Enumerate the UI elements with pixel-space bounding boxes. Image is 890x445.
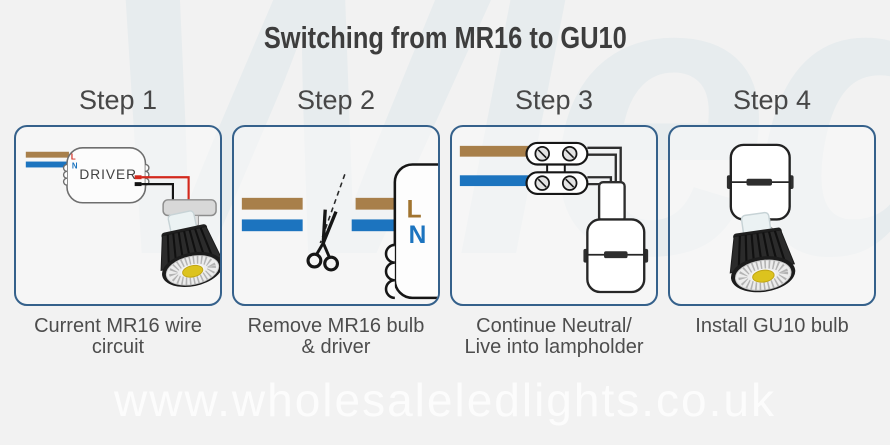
step-4-heading: Step 4: [732, 85, 812, 115]
step-3-column: Step 3: [450, 84, 658, 358]
lampholder: [583, 180, 649, 294]
step-3-panel: [450, 125, 658, 306]
step-1-diagram: L N DRIVER: [25, 147, 220, 304]
driver-coil: [384, 243, 395, 300]
step-2-column: Step 2 L N: [232, 84, 440, 358]
terminal-screw: [561, 145, 578, 162]
cable-sleeve: [597, 180, 626, 223]
neutral-wire-blue-stub: [351, 219, 396, 232]
step-3-caption: Continue Neutral/ Live into lampholder: [450, 316, 658, 358]
step-1-panel: L N DRIVER: [14, 125, 222, 306]
step-1-column: Step 1 L N DRIVER: [14, 84, 222, 358]
caption-line: Continue Neutral/: [476, 315, 632, 337]
lampholder: [726, 143, 794, 221]
live-wire-brown: [241, 197, 303, 210]
live-wire-brown-stub: [355, 197, 396, 210]
step-4-column: Step 4: [668, 84, 876, 358]
step-3-diagram: [459, 141, 649, 294]
steps-row: Step 1 L N DRIVER: [14, 84, 876, 358]
step-2-diagram: L N: [241, 163, 438, 300]
terminal-screw: [534, 145, 550, 162]
caption-line: Live into lampholder: [464, 336, 644, 358]
step-1-heading: Step 1: [78, 85, 158, 115]
live-terminal-label: L: [71, 153, 76, 162]
lampholder-wires: [587, 146, 622, 187]
step-4-diagram: [670, 143, 874, 304]
mr16-bulb: [150, 207, 220, 293]
neutral-terminal-label: N: [409, 222, 427, 249]
driver-box: L N DRIVER: [62, 147, 150, 204]
driver-output-negative: [134, 182, 142, 187]
neutral-wire-blue: [241, 219, 303, 232]
driver-coil-left: [62, 163, 68, 186]
caption-line: Current MR16 wire: [34, 315, 202, 337]
output-wire-black: [141, 183, 175, 200]
scissors-icon: [306, 209, 340, 272]
terminal-screw: [561, 175, 578, 191]
driver-coil-right: [145, 163, 150, 186]
page-title: Switching from MR16 to GU10: [263, 20, 627, 55]
gu10-bulb: [723, 209, 798, 296]
step-2-heading: Step 2: [296, 85, 376, 115]
caption-line: circuit: [91, 336, 145, 358]
cut-line: [319, 174, 346, 244]
terminal-blocks: [525, 141, 589, 196]
driver-box-partial: L N: [384, 163, 438, 300]
output-wire-red: [141, 176, 190, 200]
neutral-terminal-label: N: [72, 161, 78, 170]
driver-output-positive: [134, 175, 142, 180]
step-4-panel: [668, 125, 876, 306]
caption-line: Install GU10 bulb: [695, 315, 849, 337]
live-wire-brown: [459, 145, 529, 157]
caption-line: Remove MR16 bulb: [247, 315, 425, 337]
step-3-heading: Step 3: [514, 85, 594, 115]
step-4-caption: Install GU10 bulb: [668, 316, 876, 337]
neutral-wire-blue: [459, 175, 529, 187]
driver-label: DRIVER: [79, 167, 137, 182]
step-2-caption: Remove MR16 bulb & driver: [232, 316, 440, 358]
neutral-wire-blue: [25, 161, 69, 168]
terminal-screw: [534, 175, 550, 191]
live-wire-brown: [25, 151, 69, 158]
caption-line: & driver: [301, 336, 371, 358]
live-terminal-label: L: [407, 196, 422, 223]
step-1-caption: Current MR16 wire circuit: [14, 316, 222, 358]
step-2-panel: L N: [232, 125, 440, 306]
site-url-watermark: www.wholesaleledlights.co.uk: [114, 374, 776, 426]
